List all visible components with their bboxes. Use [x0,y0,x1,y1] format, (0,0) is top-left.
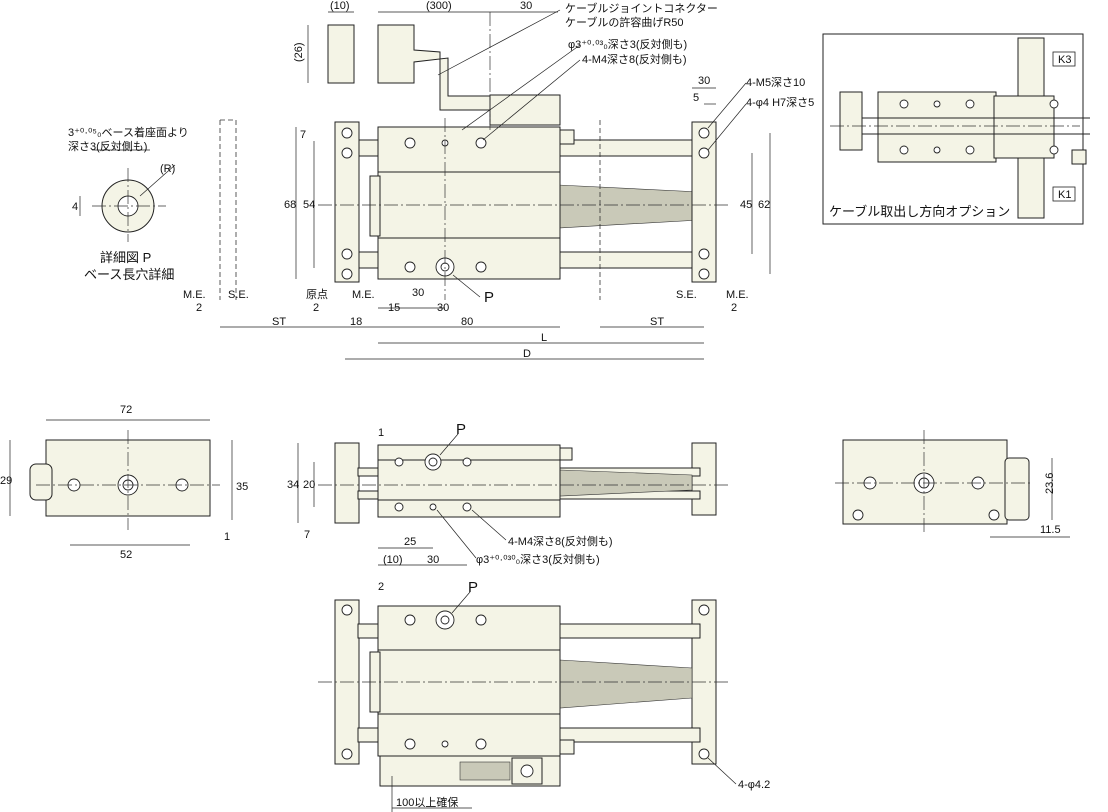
dim-d: D [523,348,531,360]
label-se-left: S.E. [228,289,249,301]
dim-st-left: ST [272,316,286,328]
dim-30-b: 30 [437,302,449,314]
dim-18: 18 [350,316,362,328]
detail-p [79,149,176,242]
dim-26: (26) [293,42,305,62]
option-caption: ケーブル取出し方向オプション [829,204,1010,219]
dim-10: (10) [330,0,350,12]
note-cable-bend: ケーブルの許容曲げR50 [565,15,684,29]
side-view [297,433,730,566]
mount-holes [341,127,710,280]
right-end-view [835,430,1070,538]
bellows [557,184,701,229]
label-me-left: M.E. [183,289,206,301]
dim-25: 25 [404,536,416,548]
dim-5: 5 [693,92,699,104]
note-phi4-2: 4-φ4.2 [738,779,770,791]
dim-80: 80 [461,316,473,328]
left-end-view [9,419,233,546]
dim-20: 20 [303,479,315,491]
dim-2-b: 2 [313,302,319,314]
top-view [219,12,730,300]
label-k3: K3 [1058,54,1071,66]
dim-1-left: 1 [224,531,230,543]
dim-7-side: 7 [304,529,310,541]
dim-29: 29 [0,475,12,487]
label-origin: 原点 [306,288,328,301]
option-box [822,33,1090,225]
dim-1-side: 1 [378,427,384,439]
dim-30-top: 30 [520,0,532,12]
dim-34: 34 [287,479,299,491]
note-m4-side: 4-M4深さ8(反対側も) [508,534,613,548]
dim-35: 35 [236,481,248,493]
label-me-mid: M.E. [352,289,375,301]
dim-72: 72 [120,404,132,416]
dim-30-side: 30 [427,554,439,566]
dim-45: 45 [740,199,752,211]
dim-st-right: ST [650,316,664,328]
dim-2-bottom: 2 [378,581,384,593]
dim-11-5: 11.5 [1040,524,1061,536]
detail-title: 詳細図 P [100,250,151,265]
dim-4: 4 [72,201,78,213]
label-p-top: P [484,289,494,306]
note-phi3-side: φ3⁺⁰·⁰³⁰₀深さ3(反対側も) [476,552,600,566]
dim-15: 15 [388,302,400,314]
connector-block [327,24,355,84]
detail-note-2: 深さ3(反対側も) [68,139,147,153]
note-m5: 4-M5深さ10 [746,76,805,89]
dim-10-side: (10) [383,554,403,566]
dim-7: 7 [300,129,306,141]
dim-l: L [541,332,547,344]
dim-10-right: 30 [698,75,710,87]
detail-subtitle: ベース長穴詳細 [84,267,174,282]
note-phi3-top: φ3⁺⁰·⁰³₀深さ3(反対側も) [568,37,687,51]
dim-23-6: 23.6 [1044,473,1056,494]
dim-68: 68 [284,199,296,211]
bottom-view [318,591,737,812]
label-se-right: S.E. [676,289,697,301]
note-cable-joint: ケーブルジョイントコネクター [565,1,718,15]
dim-30-a: 30 [412,287,424,299]
top-view-dims [220,9,771,360]
note-phi4: 4-φ4 H7深さ5 [746,96,814,109]
label-k1: K1 [1058,189,1071,201]
label-p-side: P [456,421,466,438]
dim-62: 62 [758,199,770,211]
detail-r: (R) [160,163,175,175]
cable-joint [377,24,501,111]
label-me-right: M.E. [726,289,749,301]
dim-52: 52 [120,549,132,561]
note-m4-top: 4-M4深さ8(反対側も) [582,52,687,66]
dim-300: (300) [426,0,452,12]
dim-54: 54 [303,199,315,211]
label-p-bottom: P [468,579,478,596]
cable-clamp [489,94,561,126]
dim-2-a: 2 [196,302,202,314]
dim-2-c: 2 [731,302,737,314]
slider-body [377,126,561,280]
detail-note-1: 3⁺⁰·⁰⁵₀ベース着座面より [68,125,189,139]
note-clearance: 100以上確保 [396,795,458,809]
